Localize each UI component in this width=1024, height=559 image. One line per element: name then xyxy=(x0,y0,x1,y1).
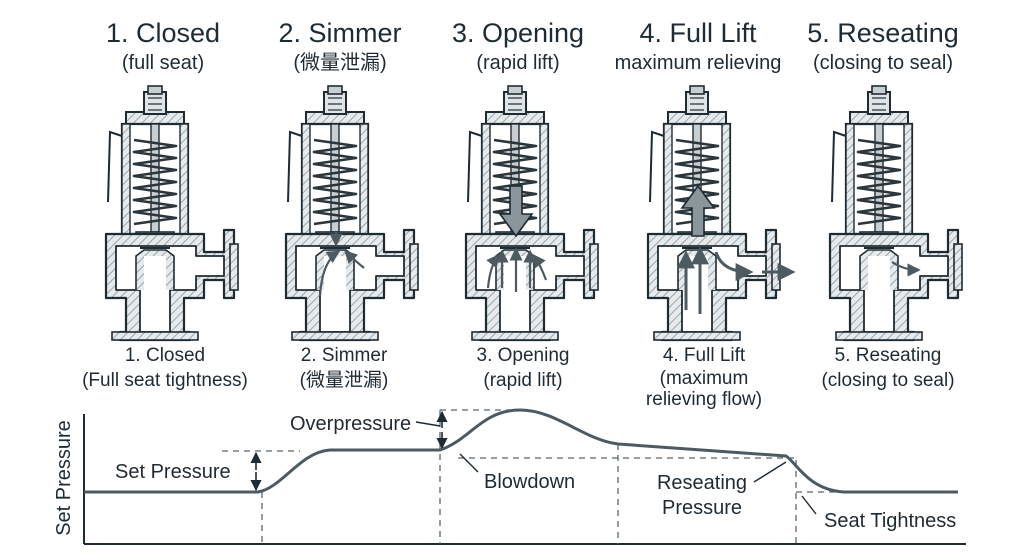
seat-tightness-label: Seat Tightness xyxy=(824,510,956,532)
stage-subtitle: (rapid lift) xyxy=(476,52,559,74)
stage-title: 4. Full Lift xyxy=(639,18,757,48)
blowdown-label: Blowdown xyxy=(484,471,575,493)
stage-caption: (maximum xyxy=(660,368,749,389)
stage-subtitle: (closing to seal) xyxy=(813,52,953,74)
stage-caption: 3. Opening xyxy=(477,345,570,366)
stage-caption: 2. Simmer xyxy=(301,345,388,366)
valve-simmer xyxy=(284,84,420,342)
stage-caption: relieving flow) xyxy=(646,389,762,410)
stage-captions: 1. Closed (Full seat tightness) 2. Simme… xyxy=(82,345,954,410)
reseating-pressure-label: Pressure xyxy=(662,497,742,519)
pressure-curve xyxy=(84,408,958,494)
stage-caption: (微量泄漏) xyxy=(300,369,389,391)
stage-title: 1. Closed xyxy=(106,18,220,48)
stage-title: 3. Opening xyxy=(452,18,584,48)
stage-title: 2. Simmer xyxy=(278,18,401,48)
dimension-arrows xyxy=(250,410,448,492)
stage-caption: 4. Full Lift xyxy=(663,345,746,366)
y-axis-label: Set Pressure xyxy=(53,420,75,536)
stage-subtitle: maximum relieving xyxy=(615,52,782,74)
stage-title: 5. Reseating xyxy=(807,18,959,48)
stage-caption: (closing to seal) xyxy=(821,370,954,391)
pressure-graph: Set Pressure xyxy=(53,408,966,545)
stage-caption: (rapid lift) xyxy=(483,370,562,391)
full-lift-force-arrow xyxy=(680,184,716,237)
stage-subtitle: (full seat) xyxy=(122,52,204,74)
valve-reseating xyxy=(828,84,964,342)
stage-subtitle: (微量泄漏) xyxy=(293,51,386,74)
simmer-flow-arrows xyxy=(318,232,365,297)
stage-titles: 1. Closed (full seat) 2. Simmer (微量泄漏) 3… xyxy=(106,18,959,74)
reseating-flow-arrow xyxy=(891,261,921,277)
leader-lines xyxy=(415,421,817,515)
stage-caption: 1. Closed xyxy=(125,345,205,366)
reseating-pressure-label: Reseating xyxy=(657,472,747,494)
overpressure-label: Overpressure xyxy=(290,413,411,435)
valve-closed xyxy=(104,84,240,342)
opening-flow-arrows xyxy=(486,247,548,292)
opening-force-arrow xyxy=(498,185,534,238)
stage-caption: 5. Reseating xyxy=(835,345,942,366)
set-pressure-label: Set Pressure xyxy=(115,461,231,483)
full-lift-flow-arrows xyxy=(677,246,796,314)
valve-opening xyxy=(464,84,600,342)
stage-caption: (Full seat tightness) xyxy=(82,370,248,391)
valve-full-lift xyxy=(646,84,796,342)
